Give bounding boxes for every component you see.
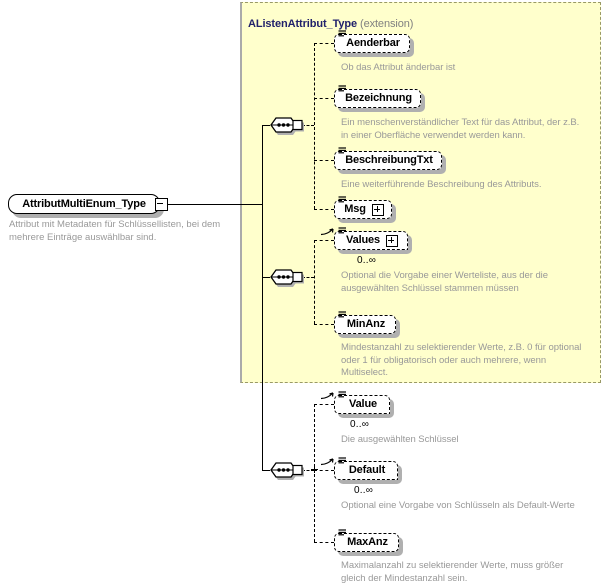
element-doc-beschreibungtxt: Eine weiterführende Beschreibung des Att… <box>341 179 542 190</box>
element-box-bezeichnung[interactable]: Bezeichnung <box>334 85 421 108</box>
element-doc-values: Optional die Vorgabe einer Werteliste, a… <box>341 270 548 294</box>
element-label-minanz: MinAnz <box>346 318 386 330</box>
dotted-sequence-icon <box>270 462 304 480</box>
repeat-curl-icon <box>321 458 334 466</box>
branch-line-aenderbar <box>314 43 334 44</box>
cardinality-values: 0..∞ <box>357 255 377 266</box>
branch-line-default <box>314 470 334 471</box>
cardinality-default: 0..∞ <box>354 485 374 496</box>
root-type-box[interactable]: AttributMultiEnum_Type <box>8 194 160 214</box>
dotted-sequence-icon <box>270 117 304 135</box>
element-doc-maxanz: Maximalanzahl zu selektierender Werte, m… <box>341 560 564 584</box>
extension-kind-label: (extension) <box>360 18 414 30</box>
sequence-compositor-1[interactable] <box>269 114 304 136</box>
element-lines-icon <box>338 30 346 37</box>
element-doc-bezeichnung: Ein menschenverständlicher Text für das … <box>341 117 580 141</box>
repeat-curl-icon <box>321 392 334 400</box>
branch-line-values <box>314 240 334 241</box>
branch-line-bezeichnung <box>314 98 334 99</box>
sequence-2-stub <box>262 277 270 278</box>
element-lines-icon <box>338 311 346 318</box>
sequence-2-out-line <box>302 277 314 278</box>
group-3-junction-plus-icon[interactable] <box>311 466 318 473</box>
root-type-label: AttributMultiEnum_Type <box>22 197 146 210</box>
sequence-1-out-line <box>302 125 314 126</box>
sequence-compositor-2[interactable] <box>269 266 304 288</box>
extension-panel <box>240 2 601 383</box>
sequence-compositor-3[interactable] <box>269 459 304 481</box>
root-collapse-minus-icon[interactable] <box>155 198 168 211</box>
group-2-trunk <box>314 240 315 324</box>
branch-line-value <box>314 404 334 405</box>
element-label-beschreibungtxt: BeschreibungTxt <box>345 154 433 166</box>
element-lines-icon <box>338 391 346 398</box>
element-box-minanz[interactable]: MinAnz <box>334 311 396 334</box>
expand-plus-icon-msg[interactable] <box>371 203 384 216</box>
element-lines-icon <box>338 529 346 536</box>
element-box-beschreibungtxt[interactable]: BeschreibungTxt <box>334 147 442 170</box>
branch-line-beschreibungtxt <box>314 160 334 161</box>
element-doc-default: Optional eine Vorgabe von Schlüsseln als… <box>341 500 575 511</box>
branch-line-msg <box>314 209 334 210</box>
element-label-maxanz: MaxAnz <box>347 536 388 548</box>
root-documentation: Attribut mit Metadaten für Schlüssellist… <box>9 219 221 243</box>
element-label-msg: Msg <box>344 203 366 215</box>
main-trunk-line <box>262 125 263 470</box>
branch-line-minanz <box>314 324 334 325</box>
group-1-trunk <box>314 43 315 209</box>
extension-type-name: AListenAttribut_Type <box>248 18 358 30</box>
element-box-maxanz[interactable]: MaxAnz <box>334 529 399 552</box>
element-label-values: Values <box>346 234 380 246</box>
element-doc-value: Die ausgewählten Schlüssel <box>341 434 459 445</box>
element-lines-icon <box>338 196 346 203</box>
element-lines-icon <box>338 227 346 234</box>
element-box-aenderbar[interactable]: Aenderbar <box>334 30 410 53</box>
element-label-value: Value <box>349 398 377 410</box>
element-box-value[interactable]: Value <box>334 391 390 414</box>
element-lines-icon <box>338 147 346 154</box>
element-box-values[interactable]: Values <box>334 227 408 250</box>
element-box-msg[interactable]: Msg <box>334 196 392 219</box>
group-3-trunk <box>314 404 315 542</box>
element-label-default: Default <box>348 464 386 476</box>
sequence-1-stub <box>262 125 270 126</box>
element-box-default[interactable]: Default <box>334 457 398 480</box>
root-connector-line <box>166 203 262 205</box>
branch-line-maxanz <box>314 542 334 543</box>
element-doc-minanz: Mindestanzahl zu selektierender Werte, z… <box>341 342 582 378</box>
element-label-aenderbar: Aenderbar <box>346 37 400 49</box>
sequence-3-stub <box>262 470 270 471</box>
cardinality-value: 0..∞ <box>350 419 370 430</box>
sequence-3-out-line <box>302 470 314 471</box>
extension-type-title: AListenAttribut_Type (extension) <box>248 18 413 30</box>
dotted-sequence-icon <box>270 269 304 287</box>
element-label-bezeichnung: Bezeichnung <box>345 92 412 104</box>
element-lines-icon <box>338 85 346 92</box>
expand-plus-icon-values[interactable] <box>385 234 398 247</box>
element-lines-icon <box>338 457 346 464</box>
element-doc-aenderbar: Ob das Attribut änderbar ist <box>341 62 456 73</box>
